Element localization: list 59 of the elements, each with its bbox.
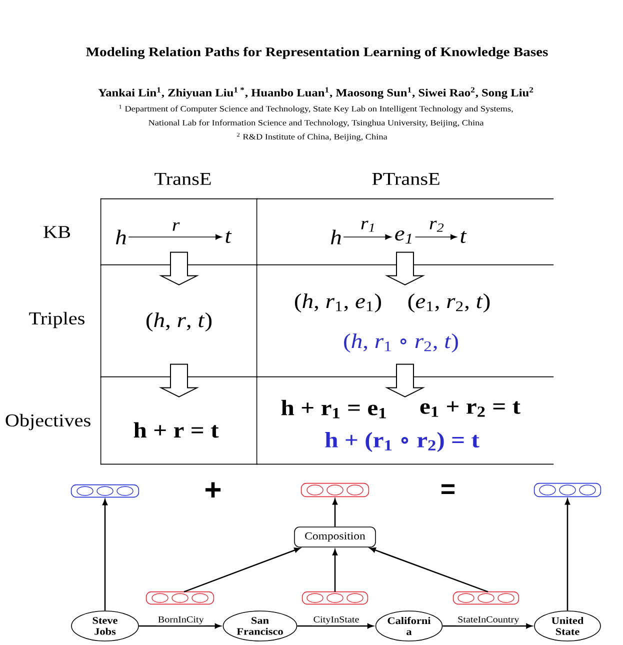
arrow xyxy=(184,548,300,592)
vector-bar xyxy=(534,482,602,498)
vector-bar xyxy=(302,591,368,605)
vector-bar xyxy=(300,482,370,498)
formula: (h, r$_{1}$, e$_{1}$) xyxy=(295,293,381,313)
equals-sign: = xyxy=(441,484,455,494)
edge-label: StateInCountry xyxy=(456,615,520,626)
arrow xyxy=(332,549,338,592)
arrow xyxy=(297,623,374,629)
table-cell xyxy=(256,198,554,266)
row-label: Objectives xyxy=(6,414,90,430)
entity-symbol: t xyxy=(460,231,467,244)
edge-label: r$_{1}$ xyxy=(359,220,377,233)
arrow xyxy=(414,234,457,240)
arrow xyxy=(332,498,338,527)
arrow xyxy=(138,623,221,629)
author-list: Yankai Lin$^{1}$, Zhiyuan Liu$^{1 *}$, Huanbo Luan$^{1}$, Maosong Sun$^{1}$, Siwei Rao$^{2}$, Song Liu$^{2}$ xyxy=(98,87,534,99)
row-label: KB xyxy=(44,226,70,238)
formula: e$_{1}$ + r$_{2}$ = t xyxy=(420,401,520,417)
hollow-arrow xyxy=(158,364,200,398)
formula: h + r = t xyxy=(134,422,219,438)
table-cell xyxy=(256,376,554,465)
table-cell xyxy=(100,376,258,465)
vector-bar xyxy=(70,484,140,498)
entity-symbol: h xyxy=(330,230,341,244)
column-header: TransE xyxy=(154,173,211,185)
arrow xyxy=(102,499,108,611)
edge-label: r xyxy=(170,221,181,232)
formula: (h, r, t) xyxy=(146,312,212,332)
entity-symbol: t xyxy=(226,231,232,244)
entity-symbol: e$_{1}$ xyxy=(395,230,412,244)
table-cell xyxy=(100,264,258,378)
column-header: PTransE xyxy=(372,173,440,185)
title: Modeling Relation Paths for Representation Learning of Knowledge Bases xyxy=(86,47,548,60)
hollow-arrow xyxy=(158,252,200,286)
formula: h + r$_{1}$ = e$_{1}$ xyxy=(281,400,386,418)
plus-sign: + xyxy=(206,482,221,498)
hollow-arrow xyxy=(384,252,426,286)
affiliation-text: $^{1}$ Department of Computer Science and Technology, State Key Lab on Intelligent Technology and Systems, National Lab for Information Science and Technology, Tsinghua University, Beijing, China xyxy=(119,104,513,128)
arrow xyxy=(370,548,488,592)
vector-bar xyxy=(452,591,520,605)
affiliation-text: $^{2}$ R&D Institute of China, Beijing, China xyxy=(236,132,388,142)
arrow xyxy=(343,234,392,240)
formula: (e$_{1}$, r$_{2}$, t) xyxy=(408,293,490,313)
hollow-arrow xyxy=(384,364,426,398)
formula: (h, r$_{1}$ ∘ r$_{2}$, t) xyxy=(344,333,458,353)
arrow xyxy=(128,234,222,240)
formula: h + (r$_{1}$ ∘ r$_{2}$) = t xyxy=(325,432,480,452)
arrow xyxy=(442,623,532,629)
arrow xyxy=(564,498,570,611)
edge-label: CityInState xyxy=(312,615,360,626)
vector-bar xyxy=(146,591,214,605)
edge-label: BornInCity xyxy=(156,615,205,626)
row-label: Triples xyxy=(29,312,84,328)
process-box: Composition xyxy=(294,526,376,548)
edge-label: r$_{2}$ xyxy=(428,220,446,233)
table-cell xyxy=(256,264,554,378)
entity-symbol: h xyxy=(116,230,126,244)
table-cell xyxy=(100,198,258,266)
